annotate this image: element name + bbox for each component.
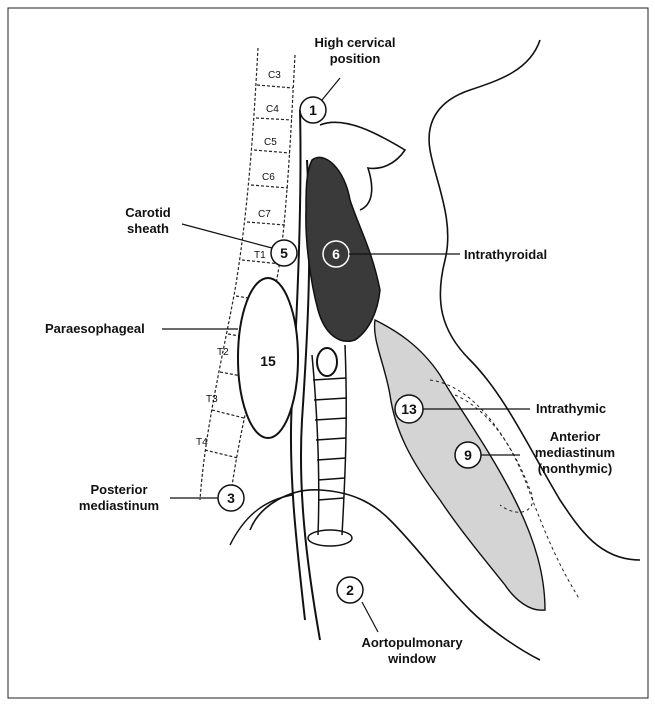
vertebra-label: C3 <box>268 70 281 81</box>
vertebra-label: C5 <box>264 137 277 148</box>
label-posterior: Posterior <box>90 482 147 497</box>
label-aortopulmonary: Aortopulmonary <box>361 635 463 650</box>
label-high-cervical-2: position <box>330 51 381 66</box>
vertebra-label: T4 <box>196 437 208 448</box>
label-carotid: Carotid <box>125 205 171 220</box>
vertebra-label: T1 <box>254 250 266 261</box>
site-number-1: 1 <box>309 102 317 118</box>
vertebra-label: C6 <box>262 172 275 183</box>
site-number-6: 6 <box>332 246 340 262</box>
site-number-9: 9 <box>464 447 472 463</box>
label-anterior-2: mediastinum <box>535 445 615 460</box>
label-posterior-2: mediastinum <box>79 498 159 513</box>
label-carotid-2: sheath <box>127 221 169 236</box>
label-intrathyroidal: Intrathyroidal <box>464 247 547 262</box>
label-paraesophageal: Paraesophageal <box>45 321 145 336</box>
vertebra-label: C4 <box>266 104 279 115</box>
site-number-5: 5 <box>280 245 288 261</box>
vertebra-label: T2 <box>217 347 229 358</box>
vertebra-label: C7 <box>258 209 271 220</box>
label-intrathymic: Intrathymic <box>536 401 606 416</box>
label-aortopulmonary-2: window <box>387 651 437 666</box>
label-anterior: Anterior <box>550 429 601 444</box>
label-anterior-3: (nonthymic) <box>538 461 612 476</box>
site-number-13: 13 <box>401 401 417 417</box>
site-number-2: 2 <box>346 582 354 598</box>
site-number-3: 3 <box>227 490 235 506</box>
site-number-15: 15 <box>260 353 276 369</box>
vertebra-label: T3 <box>206 394 218 405</box>
vessel-ring <box>317 348 337 376</box>
label-high-cervical: High cervical <box>315 35 396 50</box>
